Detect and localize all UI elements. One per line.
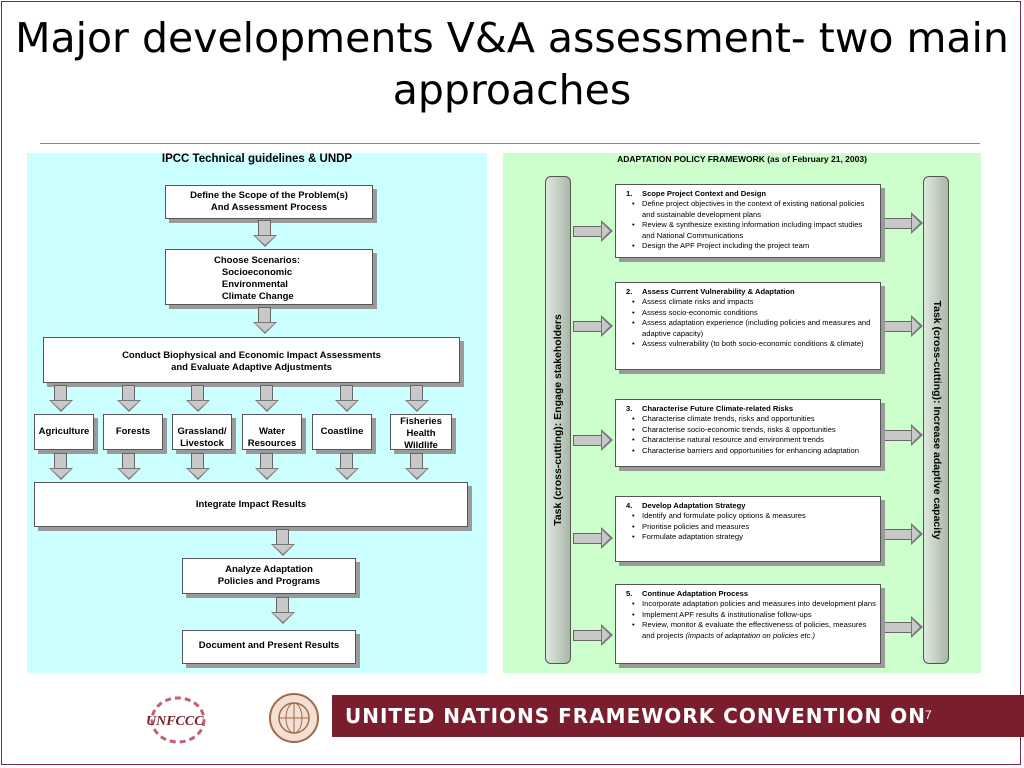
step-item: Assess adaptation experience (including …	[632, 318, 876, 339]
down-arrow	[335, 453, 359, 480]
apf-step-2: 2. Assess Current Vulnerability & Adaptat…	[615, 282, 881, 370]
right-arrow	[573, 220, 613, 242]
step-item: Define project objectives in the context…	[632, 199, 876, 220]
step-item: Review & synthesize existing information…	[632, 220, 876, 241]
down-arrow	[117, 453, 141, 480]
step-number: 3.	[626, 404, 633, 413]
step-item: Review, monitor & evaluate the effective…	[632, 620, 876, 641]
step-title: Continue Adaptation Process	[642, 589, 749, 598]
logo-text: UNFCCC	[146, 714, 204, 729]
step-title: Assess Current Vulnerability & Adaptatio…	[642, 287, 795, 296]
down-arrow	[253, 307, 277, 334]
analyze-box: Analyze Adaptation Policies and Programs	[182, 558, 356, 594]
adaptive-capacity-bar	[923, 176, 949, 664]
right-arrow	[573, 527, 613, 549]
apf-heading: ADAPTATION POLICY FRAMEWORK (as of Febru…	[617, 154, 867, 164]
title-divider	[40, 143, 980, 144]
step-item: Implement APF results & institutionalise…	[632, 610, 876, 621]
page-number: 7	[925, 708, 932, 722]
unfccc-logo-icon: UNFCCC	[146, 696, 206, 744]
adaptive-capacity-label: Task (cross-cutting): Increase adaptive …	[931, 300, 943, 540]
document-box: Document and Present Results	[182, 630, 356, 664]
down-arrow	[253, 220, 277, 247]
down-arrow	[186, 453, 210, 480]
down-arrow	[271, 529, 295, 556]
right-arrow	[883, 424, 923, 446]
ipcc-heading: IPCC Technical guidelines & UNDP	[161, 153, 353, 165]
right-arrow	[883, 523, 923, 545]
right-arrow	[883, 315, 923, 337]
unfccc-banner	[332, 695, 1024, 737]
right-arrow	[573, 624, 613, 646]
step-item: Characterise barriers and opportunities …	[632, 446, 876, 457]
apf-step-4: 4. Develop Adaptation Strategy Identify a…	[615, 496, 881, 562]
apf-step-1: 1. Scope Project Context and Design Defin…	[615, 184, 881, 258]
step-number: 4.	[626, 501, 633, 510]
sector-forests: Forests	[103, 414, 163, 450]
unfccc-banner-text: UNITED NATIONS FRAMEWORK CONVENTION ON C…	[345, 704, 926, 760]
right-arrow	[883, 212, 923, 234]
down-arrow	[186, 385, 210, 412]
apf-step-5: 5. Continue Adaptation Process Incorporat…	[615, 584, 881, 664]
step-item: Formulate adaptation strategy	[632, 532, 876, 543]
down-arrow	[49, 453, 73, 480]
down-arrow	[49, 385, 73, 412]
apf-step-3: 3. Characterise Future Climate-related Ri…	[615, 399, 881, 467]
step-title: Develop Adaptation Strategy	[642, 501, 746, 510]
un-emblem-icon	[269, 693, 319, 743]
step-item: Assess socio-economic conditions	[632, 308, 876, 319]
step-item: Prioritise policies and measures	[632, 522, 876, 533]
scenarios-box: Choose Scenarios: Socioeconomic Environm…	[165, 249, 373, 305]
down-arrow	[255, 385, 279, 412]
down-arrow	[405, 453, 429, 480]
right-arrow	[573, 315, 613, 337]
sector-coastline: Coastline	[312, 414, 372, 450]
step-number: 2.	[626, 287, 633, 296]
engage-stakeholders-label: Task (cross-cutting): Engage stakeholder…	[552, 314, 564, 526]
engage-stakeholders-bar	[545, 176, 571, 664]
scope-box: Define the Scope of the Problem(s) And A…	[165, 185, 373, 219]
footer: UNFCCC	[0, 680, 1024, 768]
step-item: Assess vulnerability (to both socio-econ…	[632, 339, 876, 350]
step-number: 1.	[626, 189, 633, 198]
right-arrow	[573, 429, 613, 451]
sector-agriculture: Agriculture	[34, 414, 94, 450]
down-arrow	[117, 385, 141, 412]
step-title: Characterise Future Climate-related Risk…	[642, 404, 794, 413]
step-number: 5.	[626, 589, 633, 598]
step-item: Identify and formulate policy options & …	[632, 511, 876, 522]
step-item: Characterise socio-economic trends, risk…	[632, 425, 876, 436]
step-item-note: (impacts of adaptation on policies etc.)	[685, 630, 816, 640]
step-item: Incorporate adaptation policies and meas…	[632, 599, 876, 610]
down-arrow	[255, 453, 279, 480]
step-item: Characterise natural resource and enviro…	[632, 435, 876, 446]
step-item: Characterise climate trends, risks and o…	[632, 414, 876, 425]
slide-title: Major developments V&A assessment- two m…	[15, 14, 1009, 114]
sector-fisheries: Fisheries Health Wildlife	[390, 414, 452, 451]
step-title: Scope Project Context and Design	[642, 189, 767, 198]
integrate-box: Integrate Impact Results	[34, 482, 468, 527]
down-arrow	[405, 385, 429, 412]
sector-grassland: Grassland/ Livestock	[172, 414, 232, 450]
right-arrow	[883, 616, 923, 638]
step-item: Assess climate risks and impacts	[632, 297, 876, 308]
sector-water: Water Resources	[242, 414, 302, 450]
step-item: Design the APF Project including the pro…	[632, 241, 876, 252]
ipcc-panel	[27, 153, 487, 673]
step-item-text: Review, monitor & evaluate the effective…	[642, 620, 867, 640]
down-arrow	[271, 597, 295, 624]
conduct-box: Conduct Biophysical and Economic Impact …	[43, 337, 460, 383]
down-arrow	[335, 385, 359, 412]
